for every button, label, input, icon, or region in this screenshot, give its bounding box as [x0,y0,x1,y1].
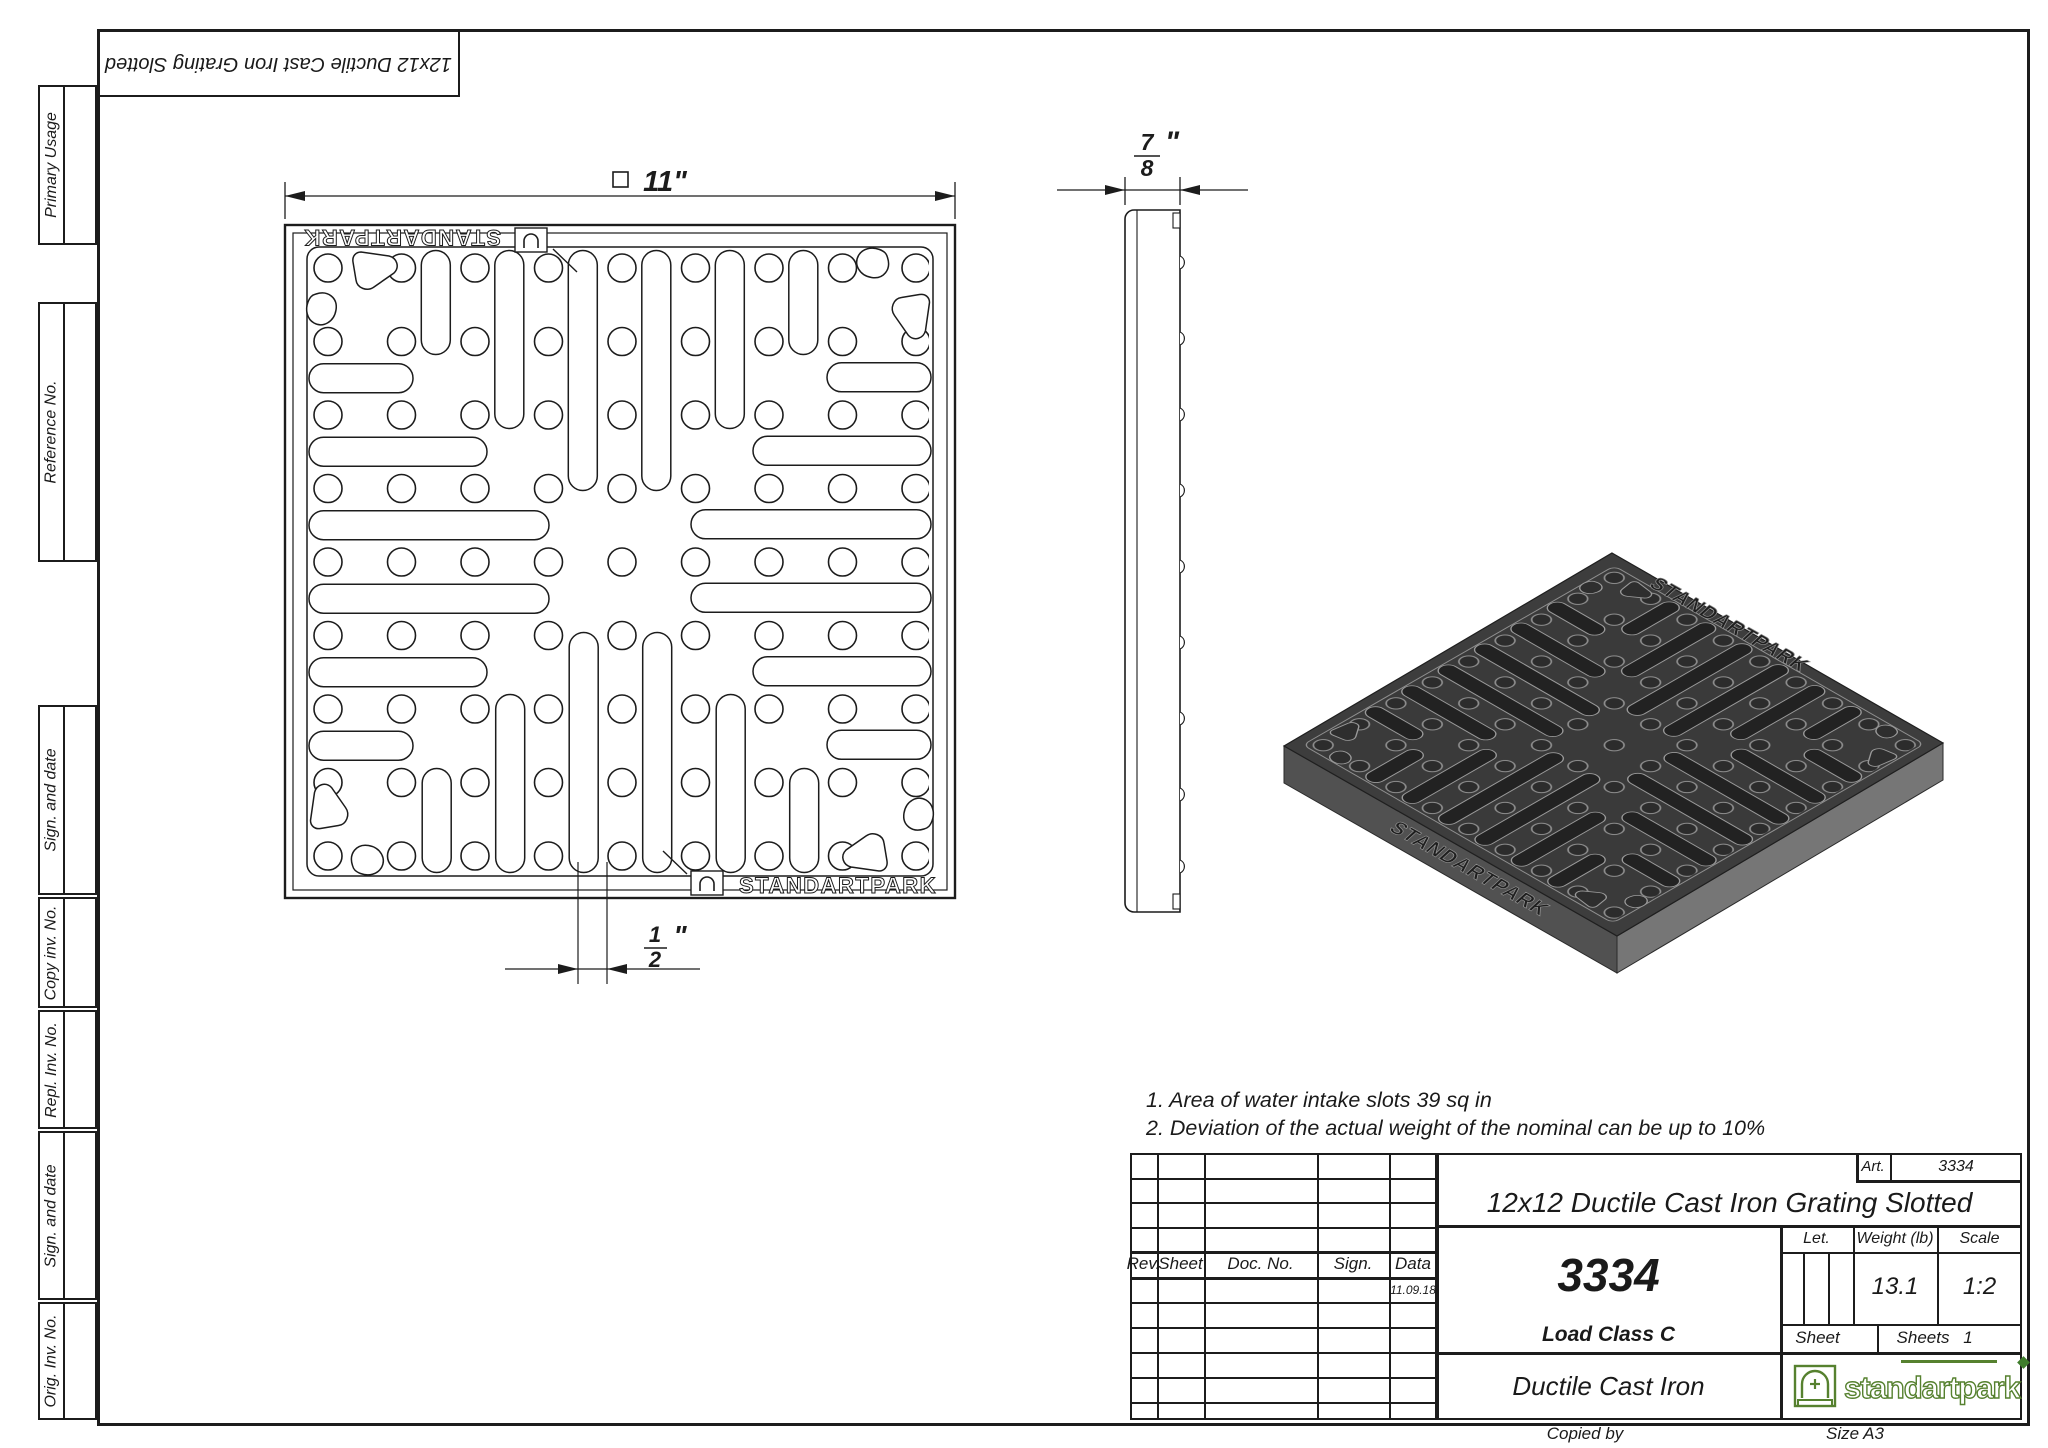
arrowhead-right [1180,185,1200,195]
arrowhead-left [1105,185,1125,195]
table-line [1877,1324,1879,1352]
header-rev: Rev. [1126,1254,1161,1273]
sidebar-box-copy-inv: Copy inv. No. [38,897,97,1008]
table-line [1130,1402,1437,1404]
art-value: 3334 [1938,1157,1974,1175]
dimension-thickness: 7 8 " [1057,126,1248,205]
table-line [1780,1324,2022,1326]
drawing-frame [97,29,2030,1426]
load-class: Load Class C [1541,1323,1676,1346]
logo-overline [1901,1360,1997,1363]
arrowhead-left [558,964,578,974]
brand-mark-box-bottom [690,870,724,896]
let-label: Let. [1803,1230,1830,1247]
table-line [1130,1352,1437,1354]
brand-mark-box-top [514,227,548,253]
table-line [1130,1277,1437,1280]
dim-width-value: 11" [643,166,688,198]
arrowhead-right [935,191,955,201]
table-line [1780,1252,2022,1254]
sidebar-box-primary-usage: Primary Usage [38,85,97,245]
standartpark-logo-text: standartpark [1843,1369,2021,1405]
note-2: 2. Deviation of the actual weight of the… [1146,1116,1766,1140]
header-data: Data [1395,1254,1431,1273]
header-sheet: Sheet [1158,1254,1203,1273]
table-line [1853,1225,1855,1324]
notes: 1. Area of water intake slots 39 sq in 2… [1146,1086,1765,1142]
table-line [1437,1225,2022,1228]
scale-label: Scale [1959,1230,2000,1247]
square-symbol [612,171,629,188]
weight-label: Weight (lb) [1856,1230,1934,1247]
weight-value: 13.1 [1871,1273,1919,1300]
side-view [1124,209,1185,913]
table-line [1130,1377,1437,1379]
table-line [1937,1225,1939,1324]
table-line [1130,1251,1437,1254]
table-line [1130,1327,1437,1329]
brand-text-top: STANDARTPARK [303,225,501,250]
arrowhead-left [285,191,305,201]
sheet-label: Sheet [1795,1328,1840,1347]
sidebar-box-sign-date-2: Sign. and date [38,1131,97,1300]
title-block [1437,1153,2022,1420]
table-line [1130,1202,1437,1204]
hole-grid [311,251,929,872]
standartpark-logo-icon [1793,1364,1837,1408]
brand-text-bottom: STANDARTPARK [739,873,937,898]
arrowhead-right [607,964,627,974]
table-line [1389,1153,1391,1420]
sidebar-box-repl-inv: Repl. Inv. No. [38,1010,97,1129]
revision-table [1130,1153,1437,1420]
dim-slot-den: 2 [648,947,662,972]
dim-thickness-num: 7 [1141,129,1155,155]
sheets-label: Sheets [1896,1328,1950,1347]
sidebar-box-sign-date-1: Sign. and date [38,705,97,895]
table-line [1437,1352,2022,1355]
iso-view: STANDARTPARK STANDARTPARK [1282,552,1945,974]
table-line [1856,1180,2022,1183]
front-view: STANDARTPARK STANDARTPARK [283,223,957,900]
part-number: 3334 [1557,1249,1660,1301]
header-doc-no: Doc. No. [1227,1254,1294,1273]
table-line [1157,1153,1159,1420]
revision-date: 11.09.18 [1390,1282,1436,1297]
dimension-slot-width: 1 2 " [505,862,700,984]
table-line [1856,1153,1859,1180]
table-line [1317,1153,1319,1420]
brand-arch-icon [523,233,539,248]
material: Ductile Cast Iron [1512,1370,1705,1401]
sheets-value: 1 [1963,1328,1973,1347]
header-sign: Sign. [1333,1254,1373,1273]
sidebar-box-orig-inv: Orig. Inv. No. [38,1302,97,1420]
table-line [1130,1302,1437,1304]
art-label: Art. [1861,1158,1885,1175]
table-line [1780,1225,1783,1420]
dimension-width: 11" [284,166,956,219]
dim-slot-num: 1 [649,922,661,947]
sidebar-box-reference-no: Reference No. [38,302,97,562]
dim-slot-inch: " [673,920,687,951]
table-line [1890,1153,1892,1180]
note-1: 1. Area of water intake slots 39 sq in [1146,1088,1492,1112]
dim-thickness-inch: " [1165,126,1180,159]
table-line [1130,1178,1437,1180]
drawing-title: 12x12 Ductile Cast Iron Grating Slotted [1486,1186,1973,1218]
table-line [1828,1252,1830,1324]
table-line [1803,1252,1805,1324]
reversed-title-box: 12x12 Ductile Cast Iron Grating Slotted [97,29,460,97]
brand-arch-icon [699,876,715,891]
table-line [1204,1153,1206,1420]
table-line [1130,1227,1437,1229]
sheet-size: Size A3 [1826,1424,1884,1443]
scale-value: 1:2 [1962,1273,1997,1300]
copied-by: Copied by [1546,1424,1624,1443]
standartpark-logo: standartpark [1793,1356,2030,1410]
dim-thickness-den: 8 [1141,155,1154,181]
